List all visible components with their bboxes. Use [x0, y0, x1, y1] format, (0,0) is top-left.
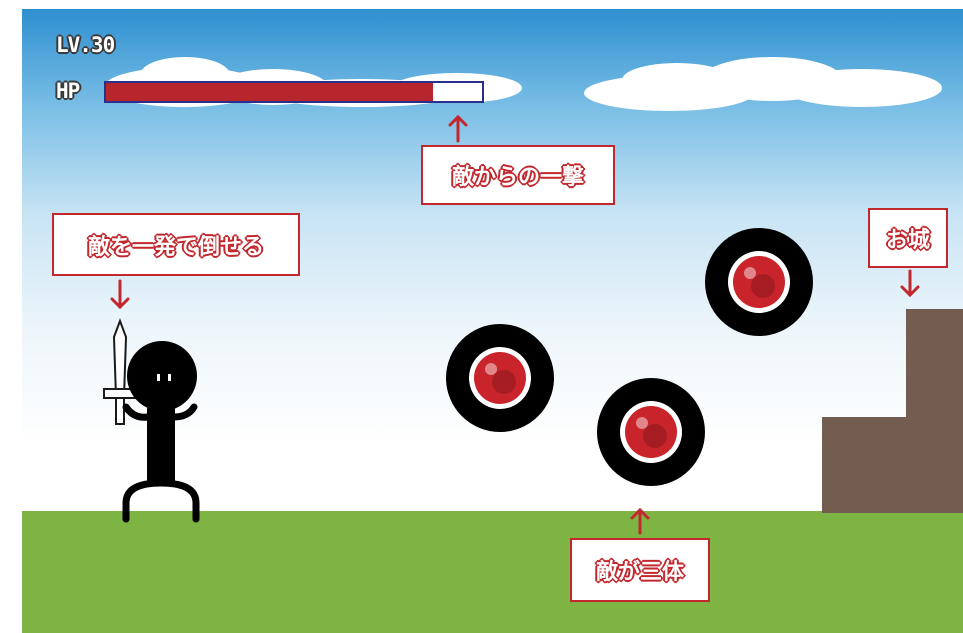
callout-three-enemies: 敵が三体 — [570, 538, 710, 602]
callout-castle: お城 — [868, 208, 948, 268]
callout-castle-text: お城 — [886, 222, 930, 254]
arrow-down-icon — [112, 281, 128, 307]
arrow-up-icon — [450, 117, 466, 141]
enemy-eyeball-icon — [597, 378, 705, 486]
game-scene: LV.30 HP — [22, 9, 963, 633]
callout-three-enemies-text: 敵が三体 — [596, 554, 684, 586]
callout-enemy-attack: 敵からの一撃 — [421, 145, 615, 205]
player-character-icon — [104, 321, 197, 519]
callout-one-hit-kill: 敵を一発で倒せる — [52, 213, 300, 276]
enemy-eyeball-icon — [446, 324, 554, 432]
arrow-up-icon — [632, 510, 648, 533]
enemy-eyeball-icon — [705, 228, 813, 336]
callout-one-hit-kill-text: 敵を一発で倒せる — [88, 229, 264, 261]
scene-graphics — [22, 9, 963, 633]
arrow-down-icon — [902, 271, 918, 295]
castle-icon — [822, 309, 963, 513]
callout-enemy-attack-text: 敵からの一撃 — [452, 159, 584, 191]
